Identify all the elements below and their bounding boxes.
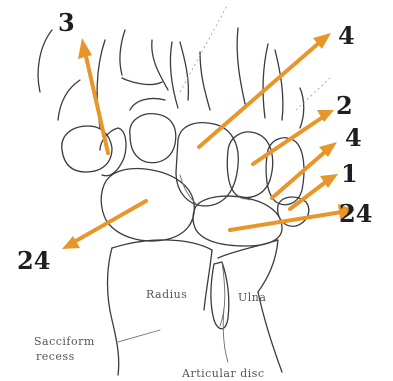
arrow-24-left (62, 201, 146, 249)
anatomy-labels: Radius Ulna Sacciform recess Articular d… (34, 288, 266, 380)
orange-arrows (62, 33, 355, 249)
label-1: 1 (341, 159, 358, 188)
label-4-top: 4 (338, 21, 355, 50)
sacciform-label-line1: Sacciform (34, 335, 95, 348)
label-4-mid: 4 (345, 123, 362, 152)
radius-label: Radius (146, 288, 187, 301)
arrow-4-mid (272, 142, 337, 198)
ulna-bone (211, 240, 282, 372)
label-3: 3 (58, 8, 75, 37)
metacarpal-bones (38, 28, 304, 128)
ulna-label: Ulna (238, 291, 266, 304)
arrow-1 (290, 174, 338, 209)
label-24-left: 24 (17, 246, 50, 275)
guide-lines (118, 4, 330, 362)
label-2: 2 (336, 91, 353, 120)
articular-disc-label: Articular disc (181, 367, 265, 380)
sacciform-label-line2: recess (36, 350, 75, 363)
arrow-3 (78, 38, 108, 153)
label-24-right: 24 (339, 199, 372, 228)
radius-bone (108, 240, 213, 375)
arrow-number-labels: 3 4 2 4 1 24 24 (17, 8, 372, 275)
arrow-4-top (199, 33, 331, 147)
